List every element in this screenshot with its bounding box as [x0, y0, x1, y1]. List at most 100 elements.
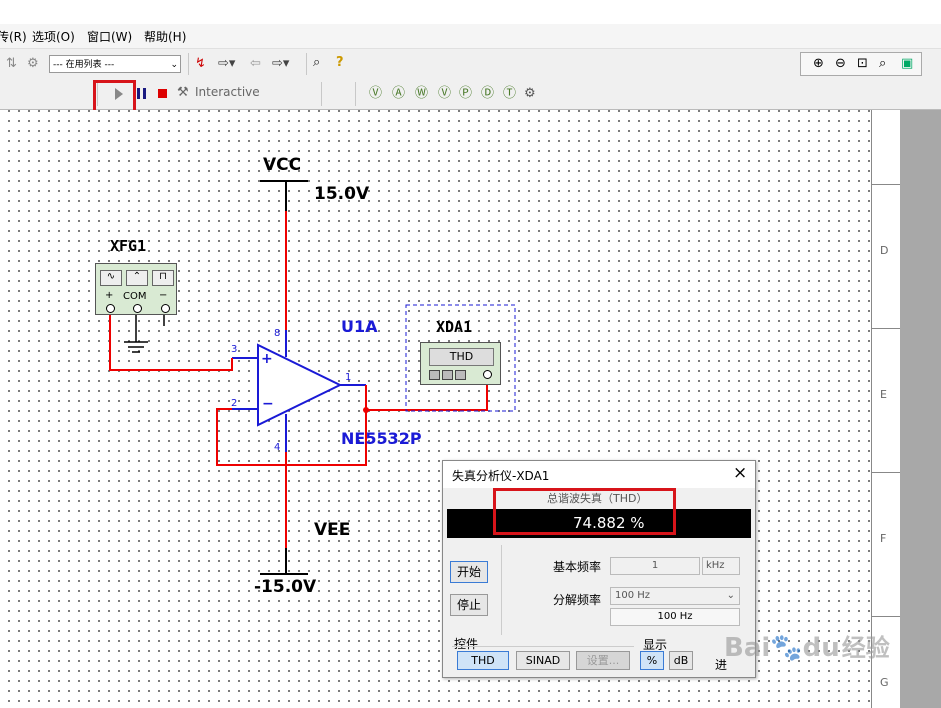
dialog-divider [501, 545, 502, 635]
workspace-margin [900, 110, 941, 708]
distortion-analyzer-xda1[interactable]: THD [420, 342, 501, 385]
zoom-fit-icon[interactable]: ⌕ [879, 56, 887, 71]
xda-label: XDA1 [436, 318, 473, 336]
square-wave-icon: ⊓ [152, 270, 174, 286]
watermark-brand: Bai [724, 633, 771, 663]
settings-button[interactable]: 设置... [576, 651, 630, 670]
display-group-label: 显示 [643, 638, 668, 652]
xfg-label: XFG1 [110, 237, 147, 255]
wire-input [109, 310, 233, 371]
pin-8-label: 8 [274, 328, 281, 339]
triangle-wave-icon: ⌃ [126, 270, 148, 286]
probe-voltage-icon[interactable]: Ⓥ [369, 86, 383, 101]
start-button[interactable]: 开始 [450, 561, 488, 583]
xda-selection-box [405, 304, 516, 412]
xda-button [429, 370, 440, 380]
dialog-title: 失真分析仪-XDA1 [452, 469, 550, 483]
thd-mode-button[interactable]: THD [457, 651, 509, 670]
zoom-area-icon[interactable]: ⊡ [857, 56, 868, 71]
fundamental-freq-unit[interactable]: kHz [702, 557, 740, 575]
run-icon[interactable] [114, 87, 124, 101]
ruler-letter-g: G [880, 676, 889, 689]
toolbar-separator [321, 82, 322, 106]
xfg-minus-terminal[interactable] [161, 304, 170, 313]
full-screen-icon[interactable]: ▣ [901, 56, 914, 71]
chevron-down-icon: ⌄ [170, 60, 178, 70]
xfg-com-label: COM [123, 291, 147, 302]
vee-label: VEE [314, 520, 351, 540]
xda-button [442, 370, 453, 380]
pause-icon[interactable] [137, 88, 147, 100]
transfer-icon[interactable]: ⇨▾ [272, 56, 290, 71]
toolbar-separator [306, 53, 307, 75]
wrench-icon[interactable]: ⚒ [177, 85, 189, 100]
in-use-list-value: --- 在用列表 --- [53, 60, 115, 70]
toolbar-separator [188, 53, 189, 75]
probe-icon[interactable]: ↯ [195, 56, 206, 71]
border-ruler: D E F G [871, 110, 901, 708]
forward-annotate-icon[interactable]: ⇦ [250, 56, 261, 71]
gear-icon[interactable]: ⚙ [524, 86, 536, 101]
probe-digital-icon[interactable]: Ⓓ [481, 86, 495, 101]
wire-feedback [216, 385, 367, 466]
chevron-down-icon: ⌄ [726, 590, 735, 601]
help-icon[interactable]: ? [336, 55, 344, 70]
noninverting-sign: + [261, 351, 273, 367]
xda-input-terminal[interactable] [483, 370, 492, 379]
xfg-plus-terminal[interactable] [106, 304, 115, 313]
zoom-toolbar: ⊕ ⊖ ⊡ ⌕ ▣ [800, 52, 922, 76]
probe-differential-icon[interactable]: Ⓥ [438, 86, 452, 101]
menu-bar: 传(R) 选项(O) 窗口(W) 帮助(H) [0, 24, 941, 49]
in-use-list-dropdown[interactable]: --- 在用列表 --- ⌄ [49, 55, 181, 73]
pin-2-label: 2 [231, 398, 238, 409]
sinad-mode-button[interactable]: SINAD [516, 651, 570, 670]
interactive-label: Interactive [195, 85, 260, 99]
thd-readout-value: 74.882 % [573, 514, 645, 532]
db-display-button[interactable]: dB [669, 651, 693, 670]
probe-power-icon[interactable]: Ⓦ [415, 86, 429, 101]
toolbar-separator [355, 82, 356, 106]
menu-transfer[interactable]: 传(R) [0, 30, 27, 44]
probe-reference-icon[interactable]: Ⓟ [459, 86, 473, 101]
pin-1-label: 1 [345, 372, 352, 383]
close-icon[interactable]: × [733, 463, 748, 483]
ruler-letter-f: F [880, 532, 887, 545]
percent-display-button[interactable]: % [640, 651, 664, 670]
simulation-toolbar: ⚒ Interactive Ⓥ Ⓐ Ⓦ Ⓥ Ⓟ Ⓓ Ⓣ ⚙ [0, 79, 941, 110]
xfg-com-terminal[interactable] [133, 304, 142, 313]
ruler-line [872, 616, 901, 617]
baidu-watermark: Bai🐾du经验 [724, 628, 890, 663]
menu-options[interactable]: 选项(O) [32, 30, 75, 44]
menu-window[interactable]: 窗口(W) [87, 30, 133, 44]
controls-group-label: 控件 [454, 637, 479, 651]
stop-button[interactable]: 停止 [450, 594, 488, 616]
watermark-brand-end: du [802, 633, 840, 663]
xfg-minus-label: − [159, 290, 168, 301]
reading-highlight [493, 488, 676, 535]
ruler-line [872, 472, 901, 473]
vcc-label: VCC [263, 155, 302, 175]
resolution-freq-select[interactable]: 100 Hz ⌄ [610, 587, 740, 605]
menu-help[interactable]: 帮助(H) [144, 30, 187, 44]
pin-3-label: 3 [231, 344, 238, 355]
stop-icon[interactable] [157, 88, 169, 100]
zoom-in-icon[interactable]: ⊕ [813, 56, 824, 71]
resolution-freq-value: 100 Hz [615, 590, 651, 601]
fundamental-freq-label: 基本频率 [553, 560, 602, 574]
ruler-letter-e: E [880, 388, 887, 401]
function-generator-xfg1[interactable]: ∿ ⌃ ⊓ + COM − [95, 263, 177, 315]
controls-group-border [452, 646, 634, 647]
dialog-title-bar: 失真分析仪-XDA1 × [443, 461, 755, 488]
component-icon[interactable]: ⚙ [27, 56, 39, 71]
hierarchy-icon[interactable]: ⇅ [6, 56, 17, 71]
back-annotate-icon[interactable]: ⇨▾ [218, 56, 236, 71]
window-top-strip [0, 0, 941, 24]
find-icon[interactable]: ⌕ [313, 55, 321, 70]
vcc-value: 15.0V [314, 184, 370, 204]
probe-clock-icon[interactable]: Ⓣ [503, 86, 517, 101]
pin-4-label: 4 [274, 442, 281, 453]
zoom-out-icon[interactable]: ⊖ [835, 56, 846, 71]
opamp-part: NE5532P [341, 429, 422, 448]
fundamental-freq-input[interactable]: 1 [610, 557, 700, 575]
probe-current-icon[interactable]: Ⓐ [392, 86, 406, 101]
